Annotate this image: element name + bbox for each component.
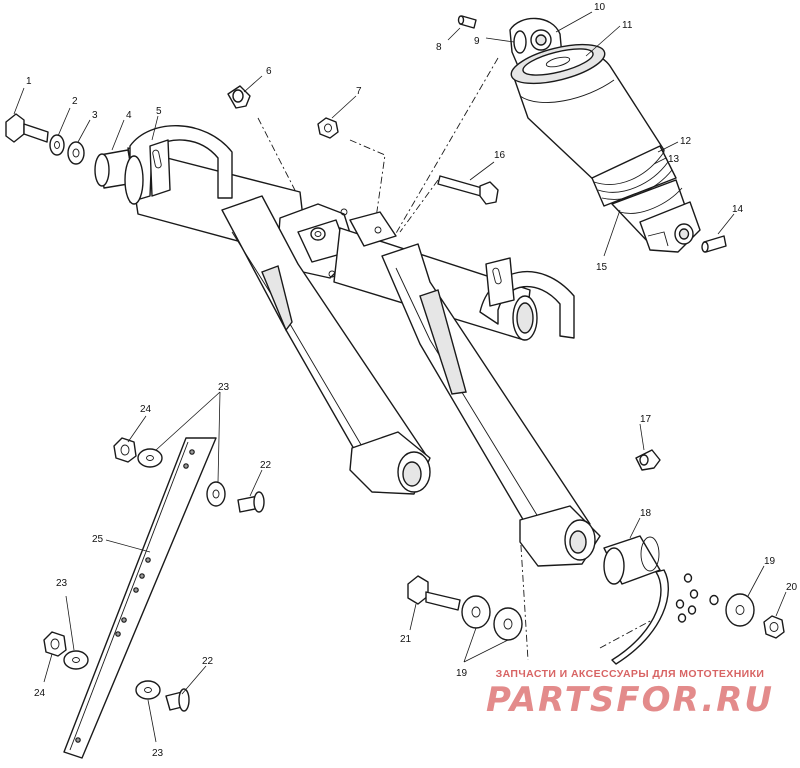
callout-21: 21 <box>400 634 412 645</box>
watermark-logo: ЗАПЧАСТИ И АКСЕССУАРЫ ДЛЯ МОТОТЕХНИКИ PA… <box>470 668 790 719</box>
washer-part-19-a <box>461 595 491 629</box>
callout-22-top: 22 <box>260 460 272 471</box>
callout-7: 7 <box>356 86 362 97</box>
callout-17: 17 <box>640 414 652 425</box>
callout-20: 20 <box>786 582 798 593</box>
callout-9: 9 <box>474 36 480 47</box>
callout-15: 15 <box>596 262 608 273</box>
shim-strip <box>611 569 670 665</box>
bushing-part-18 <box>603 535 661 585</box>
callout-25: 25 <box>92 534 104 545</box>
callout-14: 14 <box>732 204 744 215</box>
watermark-brand: PARTSFOR.RU <box>485 680 775 720</box>
bolt-part-22-top <box>237 491 265 513</box>
bolt-part-1 <box>5 113 49 143</box>
callout-10: 10 <box>594 2 606 13</box>
nut-part-24-bottom <box>43 631 67 657</box>
grease-fitting-part-17 <box>635 449 661 471</box>
callout-23-bottom: 23 <box>152 748 164 759</box>
callout-4: 4 <box>126 110 132 121</box>
washer-part-23-b <box>206 481 226 507</box>
nut-part-24-top <box>113 437 137 463</box>
callout-19-right: 19 <box>764 556 776 567</box>
callout-11: 11 <box>622 20 633 31</box>
callout-6: 6 <box>266 66 272 77</box>
callout-2: 2 <box>72 96 78 107</box>
callout-5: 5 <box>156 106 162 117</box>
small-washers <box>675 573 719 623</box>
callout-13: 13 <box>668 154 680 165</box>
leader-lines <box>13 11 787 743</box>
washer-part-2 <box>49 134 65 156</box>
callout-24-top: 24 <box>140 404 152 415</box>
nut-part-7 <box>317 117 339 139</box>
washer-part-23-d <box>135 680 161 700</box>
bolt-part-21 <box>407 575 461 611</box>
shock-absorber <box>457 15 727 253</box>
callout-labels: 1 2 3 4 5 6 7 8 9 10 11 12 13 14 15 16 1… <box>26 2 798 759</box>
washer-part-23-c <box>63 650 89 670</box>
washer-part-19-b <box>493 607 523 641</box>
callout-22-bottom: 22 <box>202 656 214 667</box>
swing-arm-assembly <box>124 125 601 567</box>
bolt-part-16 <box>437 175 499 205</box>
watermark-tagline: ЗАПЧАСТИ И АКСЕССУАРЫ ДЛЯ МОТОТЕХНИКИ <box>495 668 765 680</box>
washer-part-23-a <box>137 448 163 468</box>
callout-19-left: 19 <box>456 668 468 679</box>
callout-16: 16 <box>494 150 506 161</box>
callout-24-bottom: 24 <box>34 688 46 699</box>
bolt-part-22-bottom <box>165 688 190 712</box>
washer-part-19-right <box>725 593 755 627</box>
nut-part-20 <box>763 615 785 639</box>
assembly-lines <box>257 57 653 661</box>
strap-part-25 <box>63 437 217 759</box>
callout-8: 8 <box>436 42 442 53</box>
callout-12: 12 <box>680 136 692 147</box>
washer-part-3 <box>67 141 85 165</box>
callout-23-middle: 23 <box>56 578 68 589</box>
callout-18: 18 <box>640 508 652 519</box>
callout-3: 3 <box>92 110 98 121</box>
callout-23-top: 23 <box>218 382 230 393</box>
callout-1: 1 <box>26 76 32 87</box>
